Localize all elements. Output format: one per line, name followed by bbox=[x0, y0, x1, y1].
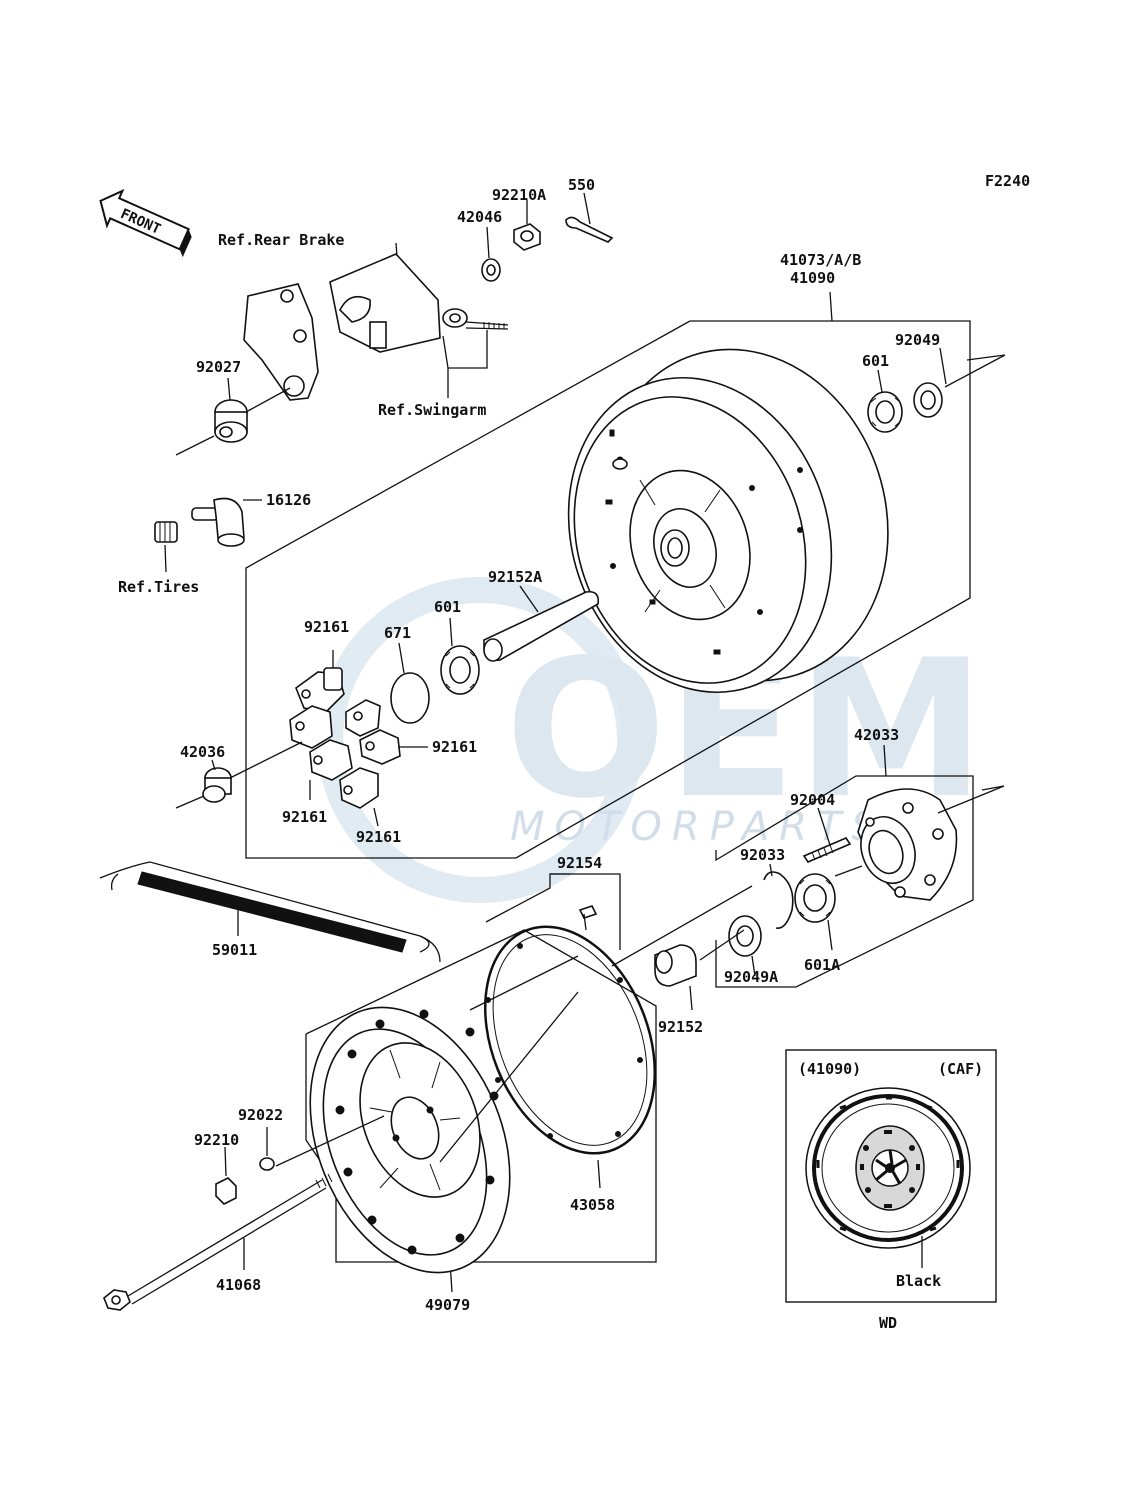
label-92210: 92210 bbox=[194, 1131, 239, 1149]
label-41073: 41073/A/B bbox=[780, 251, 861, 269]
bolt-92154 bbox=[578, 905, 598, 931]
inset-region: (CAF) bbox=[938, 1060, 983, 1078]
label-92049A: 92049A bbox=[724, 968, 778, 986]
label-41068: 41068 bbox=[216, 1276, 261, 1294]
label-601-mid: 601 bbox=[434, 598, 461, 616]
nut-92210 bbox=[215, 1177, 237, 1205]
watermark-sub: MOTORPARTS bbox=[510, 804, 887, 850]
label-601A: 601A bbox=[804, 956, 840, 974]
bearing-601-top bbox=[867, 391, 903, 433]
label-92022: 92022 bbox=[238, 1106, 283, 1124]
label-92161-a: 92161 bbox=[304, 618, 349, 636]
ref-tires: Ref.Tires bbox=[118, 578, 199, 596]
circlip-92033 bbox=[763, 871, 794, 929]
sprocket-hub-42033 bbox=[857, 788, 958, 901]
label-92004: 92004 bbox=[790, 791, 835, 809]
axle-41068 bbox=[103, 1173, 333, 1311]
rear-wheel-41090 bbox=[567, 348, 889, 694]
label-92152: 92152 bbox=[658, 1018, 703, 1036]
label-16126: 16126 bbox=[266, 491, 311, 509]
pulley-49079 bbox=[309, 1006, 511, 1274]
label-550: 550 bbox=[568, 176, 595, 194]
stud-92004 bbox=[802, 837, 852, 863]
spacer-92152 bbox=[654, 944, 697, 987]
castle-nut-92210A bbox=[513, 223, 541, 251]
cotter-pin-550 bbox=[565, 216, 614, 243]
label-59011: 59011 bbox=[212, 941, 257, 959]
spacer-92152A bbox=[483, 590, 600, 662]
damper-92161-group bbox=[289, 667, 401, 809]
inset-wd: (41090) (CAF) Black bbox=[785, 1049, 997, 1303]
valve-16126 bbox=[191, 497, 245, 547]
diagram-code: F2240 bbox=[985, 172, 1030, 190]
washer-92022 bbox=[259, 1157, 275, 1171]
label-92033: 92033 bbox=[740, 846, 785, 864]
rear-brake-bracket bbox=[243, 242, 441, 401]
label-92161-d: 92161 bbox=[356, 828, 401, 846]
label-92210A: 92210A bbox=[492, 186, 546, 204]
label-671: 671 bbox=[384, 624, 411, 642]
label-601-top: 601 bbox=[862, 352, 889, 370]
inset-caption: WD bbox=[879, 1314, 897, 1332]
label-42033: 42033 bbox=[854, 726, 899, 744]
label-92152A: 92152A bbox=[488, 568, 542, 586]
label-92154: 92154 bbox=[557, 854, 602, 872]
collar-42036 bbox=[202, 767, 232, 803]
inset-part: (41090) bbox=[798, 1060, 861, 1078]
label-92161-b: 92161 bbox=[432, 738, 477, 756]
front-arrow-icon: FRONT bbox=[99, 188, 192, 258]
inset-color: Black bbox=[896, 1272, 941, 1290]
label-49079: 49079 bbox=[425, 1296, 470, 1314]
swingarm-bolt bbox=[442, 308, 509, 330]
ref-rear-brake: Ref.Rear Brake bbox=[218, 231, 344, 249]
belt-59011 bbox=[99, 861, 441, 963]
valve-cap-icon bbox=[154, 521, 178, 543]
seal-92049 bbox=[913, 382, 943, 418]
bearing-601-mid bbox=[440, 645, 480, 695]
inset-wheel bbox=[805, 1087, 971, 1249]
label-43058: 43058 bbox=[570, 1196, 615, 1214]
label-92027: 92027 bbox=[196, 358, 241, 376]
label-92161-c: 92161 bbox=[282, 808, 327, 826]
label-42036: 42036 bbox=[180, 743, 225, 761]
bearing-601A bbox=[794, 873, 836, 923]
ring-43058 bbox=[483, 925, 657, 1155]
ref-swingarm: Ref.Swingarm bbox=[378, 401, 486, 419]
label-41090: 41090 bbox=[790, 269, 835, 287]
collar-92027 bbox=[214, 399, 248, 443]
label-42046: 42046 bbox=[457, 208, 502, 226]
o-ring-671 bbox=[390, 672, 430, 724]
seal-92049A bbox=[728, 915, 762, 957]
label-92049: 92049 bbox=[895, 331, 940, 349]
